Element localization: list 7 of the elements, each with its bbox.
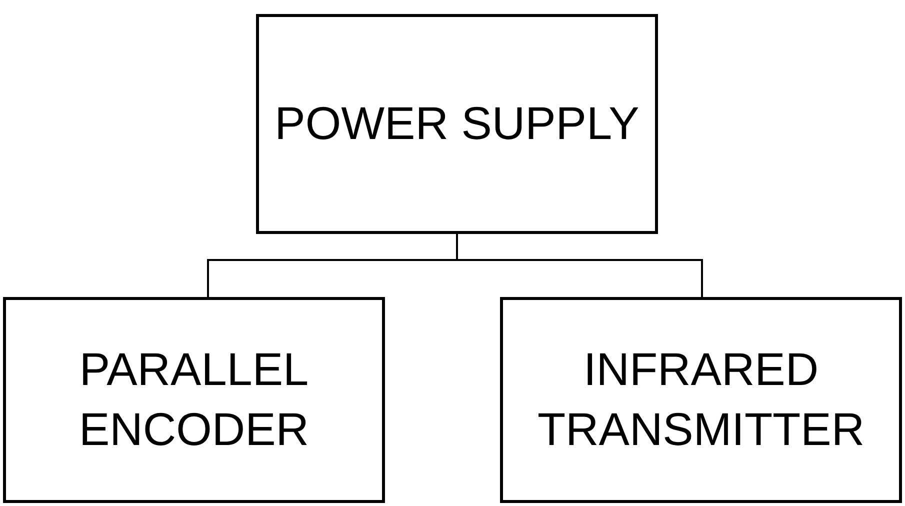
block-box xyxy=(256,14,658,234)
block-box xyxy=(500,297,902,503)
block-label: POWER SUPPLY xyxy=(274,96,640,152)
connector-line xyxy=(456,234,703,297)
block-label: INFRARED TRANSMITTER xyxy=(536,342,866,457)
block-box xyxy=(3,297,385,503)
block-label: PARALLEL ENCODER xyxy=(78,342,310,457)
